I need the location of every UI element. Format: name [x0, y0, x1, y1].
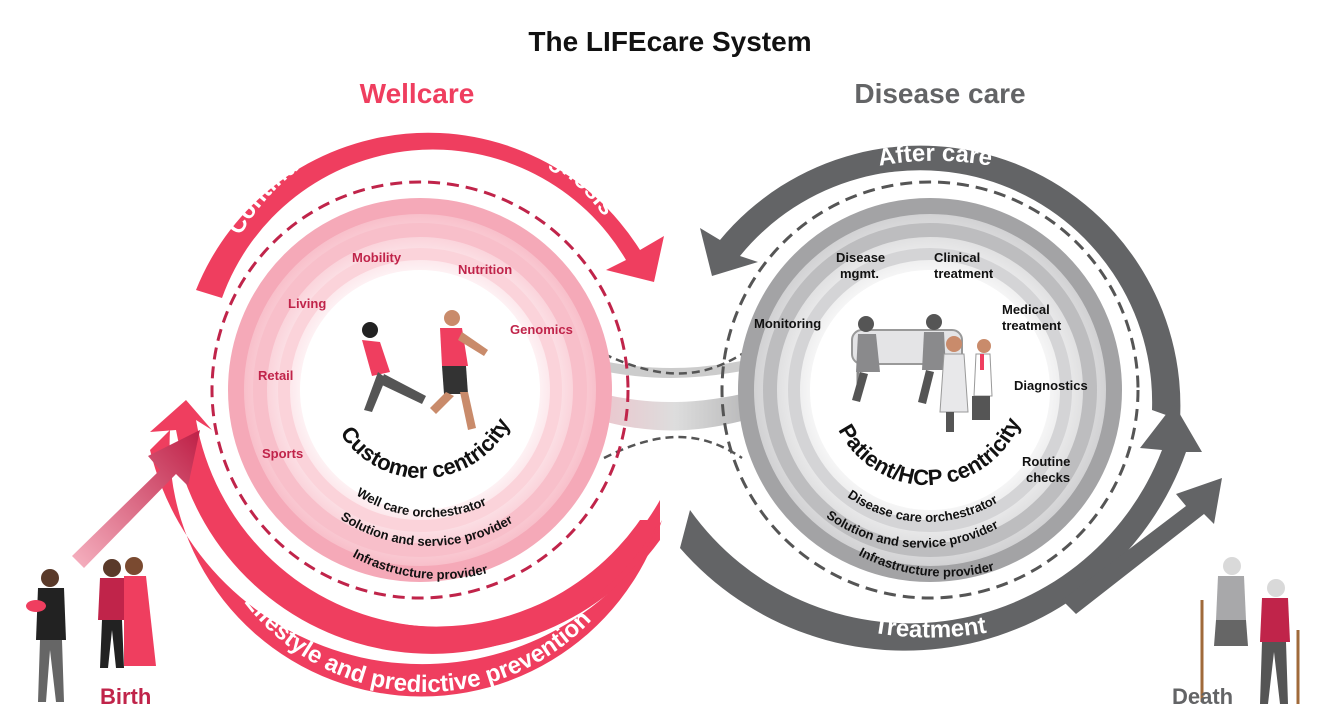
- page-title: The LIFEcare System: [528, 26, 812, 57]
- birth-label: Birth: [100, 684, 152, 709]
- birth-arrow: [72, 430, 200, 568]
- segment-label: Disease mgmt.: [836, 250, 889, 281]
- disease-inner-band: [788, 248, 1072, 532]
- wellcare-mid-band: [253, 223, 587, 557]
- wellcare-dashed-ring: [210, 180, 630, 600]
- disease-bottom-arrow: [680, 404, 1202, 651]
- segment-label: Routine checks: [1022, 454, 1074, 485]
- wellcare-top-arrow: [196, 132, 664, 298]
- death-arrow: [1062, 478, 1222, 614]
- segment-label: Clinical treatment: [934, 250, 994, 281]
- medical-staff-illustration: [851, 314, 993, 432]
- segment-label: Retail: [258, 368, 293, 383]
- segment-label: Medical treatment: [1002, 302, 1062, 333]
- disease-top-arrow: [700, 145, 1181, 420]
- segment-label: Genomics: [510, 322, 573, 337]
- disease-mid-band: [763, 223, 1097, 557]
- segment-label: Mobility: [352, 250, 402, 265]
- connector-dash-top: [603, 352, 743, 375]
- segment-label: Living: [288, 296, 326, 311]
- disease-care-header: Disease care: [854, 78, 1026, 109]
- wellcare-inner-band: [278, 248, 562, 532]
- exercising-people-illustration: [362, 310, 488, 430]
- death-label: Death: [1172, 684, 1234, 709]
- disease-dashed-ring: [720, 180, 1140, 600]
- wellcare-center: [300, 270, 540, 510]
- connector-dash-bottom: [603, 435, 743, 460]
- segment-label: Diagnostics: [1014, 378, 1088, 393]
- wellcare-outer-band: [228, 198, 612, 582]
- segment-label: Monitoring: [754, 316, 821, 331]
- wellcare-header: Wellcare: [359, 78, 475, 109]
- connector-band: [548, 378, 800, 431]
- disease-outer-band: [738, 198, 1122, 582]
- segment-label: Sports: [262, 446, 303, 461]
- segment-label: Nutrition: [458, 262, 512, 277]
- elderly-couple-illustration: [1200, 557, 1300, 704]
- family-illustration: [26, 557, 156, 702]
